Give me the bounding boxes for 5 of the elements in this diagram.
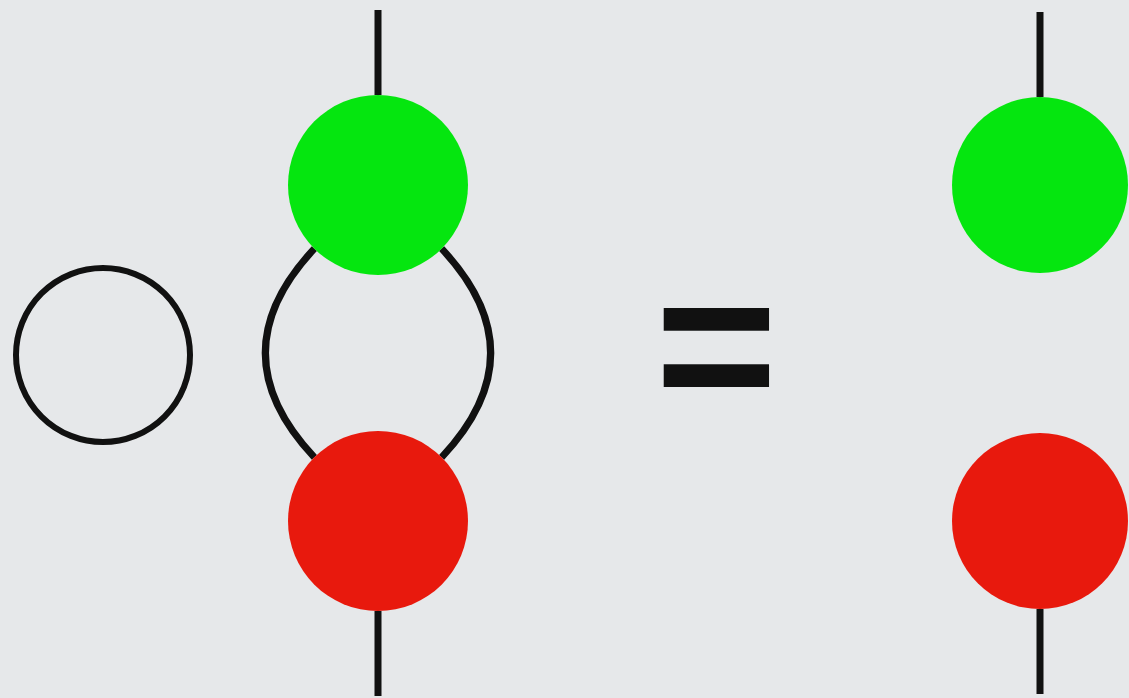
wire xyxy=(374,611,382,696)
wire xyxy=(262,246,317,460)
wire xyxy=(439,246,494,460)
equals-sign: = xyxy=(655,240,778,450)
empty-ring xyxy=(13,265,193,445)
